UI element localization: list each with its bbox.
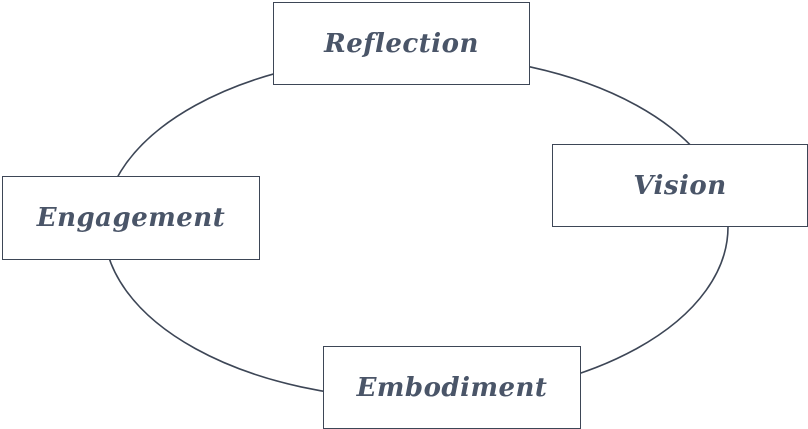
node-embodiment: Embodiment	[323, 346, 581, 429]
node-label-reflection: Reflection	[324, 28, 479, 59]
node-label-engagement: Engagement	[36, 203, 226, 233]
node-vision: Vision	[552, 144, 808, 227]
node-label-embodiment: Embodiment	[356, 372, 548, 403]
node-label-vision: Vision	[633, 170, 727, 201]
node-engagement: Engagement	[2, 176, 260, 260]
node-reflection: Reflection	[273, 2, 530, 85]
